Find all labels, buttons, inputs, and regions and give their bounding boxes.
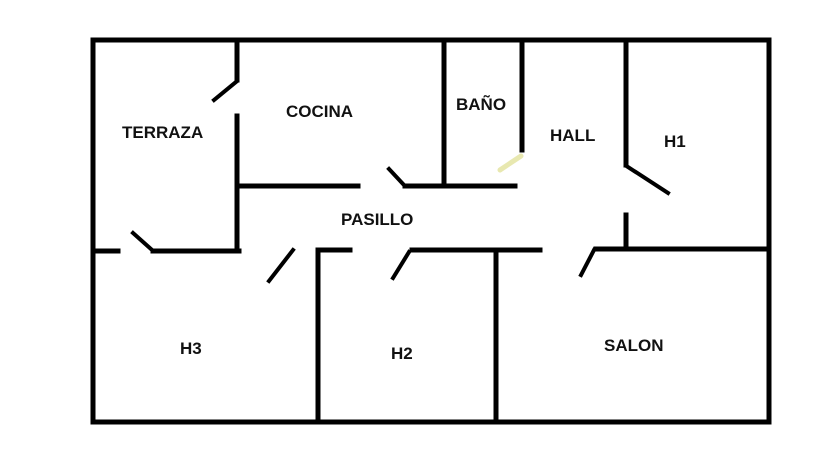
doors <box>130 79 671 284</box>
door-h2 <box>390 249 412 281</box>
room-label-pasillo: PASILLO <box>341 210 413 229</box>
room-label-hall: HALL <box>550 126 595 145</box>
door-h3 <box>266 247 296 284</box>
room-label-h1: H1 <box>664 132 686 151</box>
door-cocina <box>386 166 407 188</box>
room-label-cocina: COCINA <box>286 102 353 121</box>
room-labels: TERRAZA COCINA BAÑO HALL H1 PASILLO H3 H… <box>122 94 686 363</box>
room-label-salon: SALON <box>604 336 664 355</box>
walls <box>90 37 772 425</box>
room-label-h2: H2 <box>391 344 413 363</box>
room-label-terraza: TERRAZA <box>122 123 203 142</box>
room-label-bano: BAÑO <box>456 94 506 114</box>
door-terraza <box>130 230 154 252</box>
door-bano <box>497 153 524 173</box>
outer-wall <box>90 37 772 425</box>
door-h1 <box>625 164 671 196</box>
door-salon <box>578 247 597 278</box>
door-terraza-cocina <box>211 79 239 103</box>
room-label-h3: H3 <box>180 339 202 358</box>
